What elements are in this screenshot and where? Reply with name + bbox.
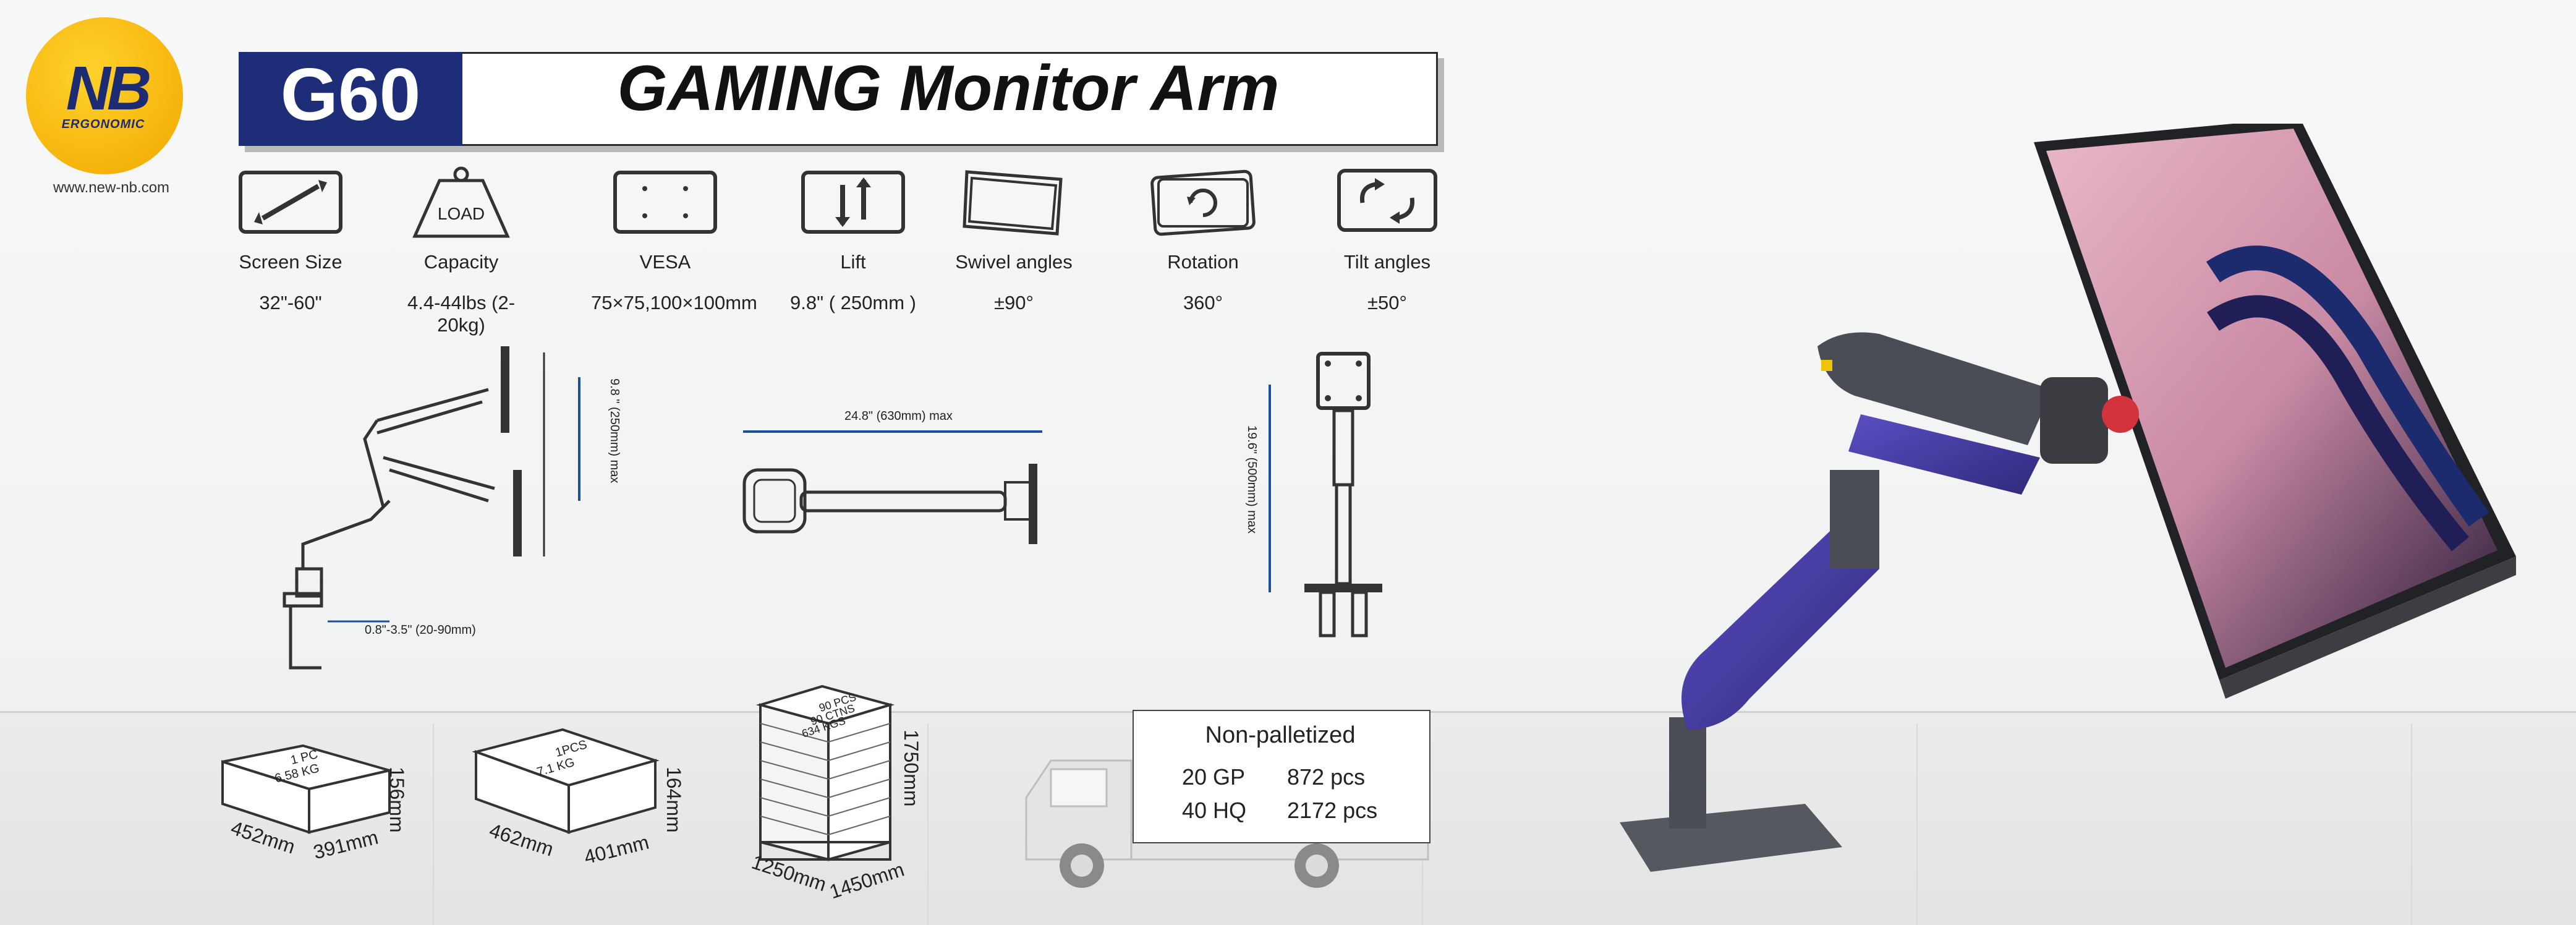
vesa-icon: [613, 171, 717, 234]
box2-height: 164mm: [663, 767, 685, 833]
spec-swivel: Swivel angles ±90°: [940, 166, 1088, 314]
side-view-diagram: [283, 346, 545, 670]
product-hero-image: [1620, 124, 2516, 872]
spec-capacity: LOAD Capacity 4.4-44lbs (2-20kg): [387, 166, 535, 336]
spec-screen-size: Screen Size 32"-60": [216, 166, 365, 314]
spec-value: 9.8" ( 250mm ): [790, 292, 916, 313]
height-dimension-line: [1269, 385, 1271, 592]
spec-label: Screen Size: [239, 251, 342, 273]
spec-value: 32"-60": [259, 292, 322, 313]
lift-dimension-line: [578, 377, 605, 501]
load-icon-text: LOAD: [437, 204, 485, 223]
front-view-diagram: [1304, 352, 1382, 637]
clamp-dimension-label: 0.8"-3.5" (20-90mm): [365, 623, 476, 637]
spec-label: Rotation: [1167, 251, 1239, 273]
logo-subtitle: ERGONOMIC: [61, 117, 145, 131]
shipping-title: Non-palletized: [1205, 722, 1356, 748]
website-url: www.new-nb.com: [53, 179, 170, 196]
rotation-icon: [1150, 169, 1256, 236]
carton-box-2: [472, 728, 660, 834]
lift-icon: [801, 171, 905, 234]
spec-lift: Lift 9.8" ( 250mm ): [779, 166, 927, 314]
model-name: G60: [280, 53, 421, 136]
spec-label: Tilt angles: [1343, 251, 1431, 273]
shipping-table: [1133, 710, 1430, 843]
spec-label: Swivel angles: [955, 251, 1073, 273]
tilt-icon: [1337, 169, 1437, 232]
delivery-truck: [1025, 759, 1429, 888]
floor-line: [433, 723, 434, 925]
floor-line: [1916, 723, 1918, 925]
spec-vesa: VESA 75×75,100×100mm: [591, 166, 757, 314]
shipping-container: 20 GP: [1182, 764, 1246, 790]
spec-label: Capacity: [423, 251, 499, 273]
load-weight-icon: [412, 166, 510, 238]
spec-rotation: Rotation 360°: [1129, 166, 1277, 314]
top-view-diagram: [742, 464, 1037, 544]
height-dimension-label: 19.6" (500mm) max: [1245, 425, 1259, 534]
box1-height: 156mm: [386, 767, 408, 833]
logo-letters: NB: [66, 54, 151, 123]
spec-value: 75×75,100×100mm: [591, 292, 757, 313]
carton-box-1: [221, 744, 391, 834]
floor-line: [927, 723, 929, 925]
extension-dimension-label: 24.8" (630mm) max: [844, 409, 953, 423]
extension-dimension-line: [743, 430, 1042, 433]
spec-value: 4.4-44lbs (2-20kg): [407, 292, 516, 336]
shipping-container: 40 HQ: [1182, 798, 1247, 823]
pallet-height: 1750mm: [900, 730, 922, 807]
floor-line: [2411, 723, 2412, 925]
shipping-qty: 2172 pcs: [1287, 798, 1378, 823]
spec-label: Lift: [840, 251, 866, 273]
spec-value: 360°: [1183, 292, 1223, 313]
brand-logo: [26, 17, 183, 174]
screen-size-icon: [239, 171, 342, 234]
spec-value: ±50°: [1367, 292, 1407, 313]
pallet-stack: [755, 684, 895, 861]
spec-value: ±90°: [994, 292, 1034, 313]
shipping-qty: 872 pcs: [1287, 764, 1366, 790]
model-badge: [239, 52, 462, 146]
product-title: GAMING Monitor Arm: [617, 53, 1280, 124]
lift-dimension-label: 9.8 " (250mm) max: [608, 378, 621, 484]
swivel-icon: [963, 170, 1063, 236]
spec-label: VESA: [639, 251, 691, 273]
spec-tilt: Tilt angles ±50°: [1313, 166, 1461, 314]
